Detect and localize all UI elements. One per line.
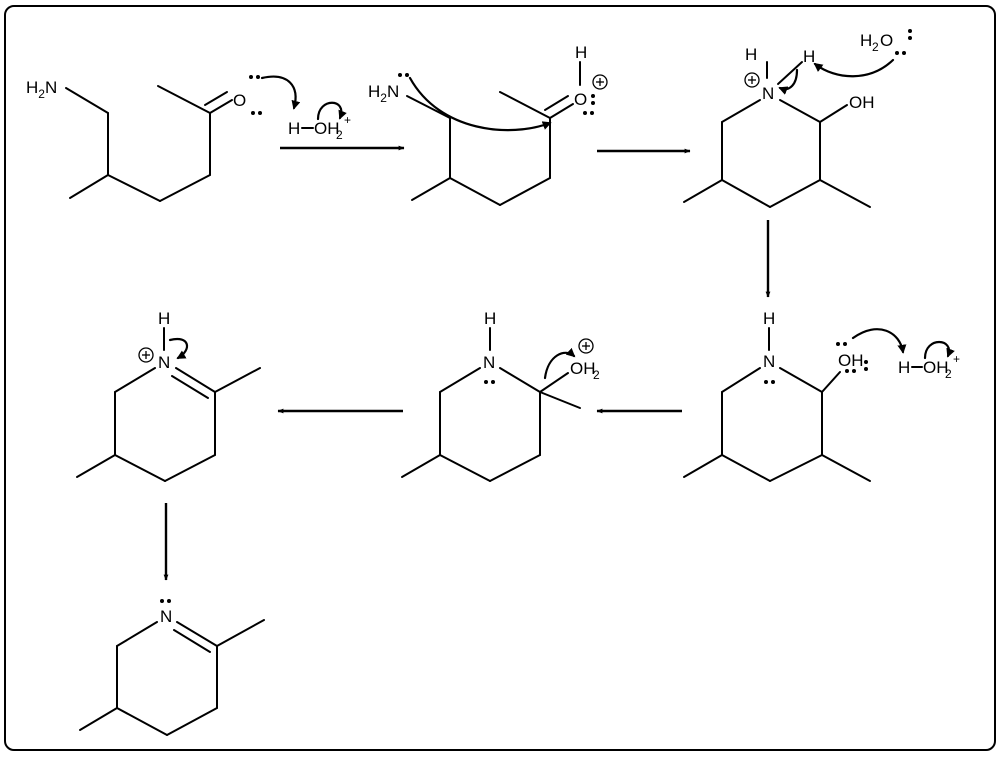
lone-pair [249,75,262,115]
plus-superscript: + [344,113,351,127]
lone-pair [484,380,495,384]
hydroxyl-label: OH [838,351,864,370]
molecule-imine-product: N [79,599,265,736]
proton-label: H [288,119,300,138]
positive-charge [138,347,154,363]
amine-label: H2N [26,78,57,101]
subscript-2: 2 [945,367,952,381]
curly-arrow [813,58,895,78]
curly-arrow [260,75,301,110]
hydroxyl-label: OH [849,93,875,112]
curly-arrow [543,347,576,380]
subscript-2: 2 [872,40,879,54]
curly-arrow [851,328,907,354]
molecule-protonated-ketone: H2N H O [368,43,608,206]
water-oxygen-label: O [880,31,893,50]
proton-label: H [898,358,910,377]
molecule-iminium: H N [76,309,261,482]
curly-arrow [408,76,552,132]
lone-pair [398,73,409,77]
carbonyl-oxygen-label: O [233,91,246,110]
molecule-carbinolamine: H N OH H OH 2 + [683,309,960,482]
proton-label: H [763,309,775,328]
proton-label: H [575,43,587,62]
water-oxygen-label: OH [314,119,340,138]
amine-nitrogen-label: N [483,353,495,372]
curly-arrow [316,101,347,121]
proton-label: H [803,47,815,66]
oxonium-oxygen-label: O [574,90,587,109]
imine-nitrogen-label: N [160,607,172,626]
hydronium-reagent: H OH 2 + [288,101,351,142]
diagram-frame [4,5,996,751]
positive-charge [744,72,760,88]
curly-arrow [168,337,188,360]
molecule-oxonium-intermediate: H N OH 2 [401,309,600,482]
water-label: H [860,31,872,50]
amine-nitrogen-label: N [763,352,775,371]
proton-label: H [484,309,496,328]
amine-label: H2N [368,82,399,105]
subscript-2: 2 [336,128,343,142]
lone-pair [764,380,775,384]
water-oxygen-label: OH [923,358,949,377]
lone-pair [160,599,171,603]
subscript-2: 2 [593,368,600,382]
lone-pair [836,342,868,373]
positive-charge [592,74,608,90]
plus-superscript: + [953,352,960,366]
ammonium-nitrogen-label: N [762,84,774,103]
lone-pair [895,29,912,55]
molecule-protonated-carbinolamine: H H N OH H 2 O [683,29,912,208]
proton-label: H [745,45,757,64]
positive-charge [578,338,594,354]
lone-pair [583,94,595,115]
proton-label: H [158,309,170,328]
curly-arrow [778,68,799,95]
molecule-amino-ketone: H2N O [26,75,301,202]
oxonium-label: OH [570,359,596,378]
curly-arrow [923,341,955,360]
iminium-nitrogen-label: N [158,353,170,372]
